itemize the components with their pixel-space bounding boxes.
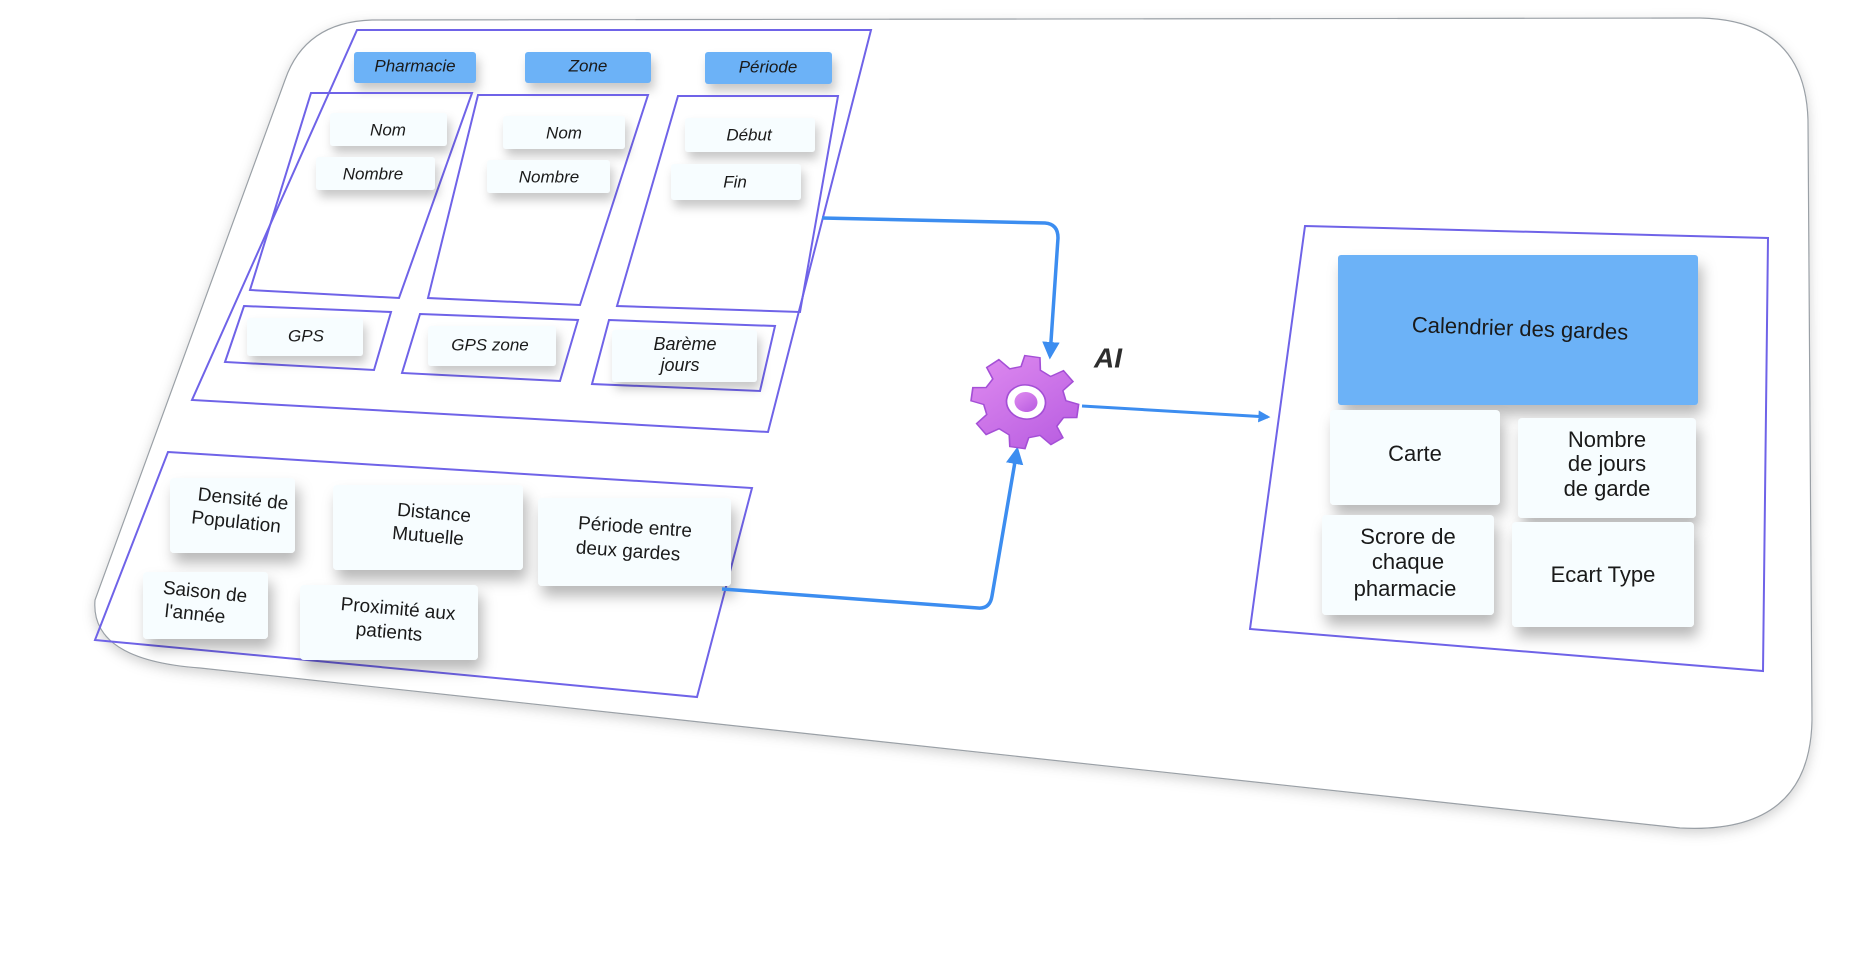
zone-fields-frame [426, 94, 650, 307]
output-nombre-line2: de jours [1568, 451, 1646, 476]
pharmacie-column: Pharmacie Nom Nombre GPS [223, 52, 476, 372]
periode-bareme-card [612, 330, 757, 382]
zone-field-nombre: Nombre [519, 167, 579, 186]
output-carte-label: Carte [1388, 441, 1442, 466]
pharmacie-field-nom: Nom [370, 120, 406, 139]
pharmacie-gps-label: GPS [288, 326, 325, 345]
output-score-line3: pharmacie [1354, 576, 1457, 601]
zone-field-card [503, 116, 625, 149]
zone-column: Zone Nom Nombre GPS zone [400, 52, 651, 383]
input-panel-frame [190, 29, 873, 434]
output-panel-frame [1248, 224, 1770, 673]
factors-panel-frame [93, 450, 754, 699]
zone-field-card [487, 160, 610, 193]
factor-distance: Distance Mutuelle [333, 485, 523, 570]
pharmacie-gps-frame [223, 304, 393, 372]
output-ecart-label: Ecart Type [1551, 562, 1656, 587]
output-carte: Carte [1330, 410, 1500, 505]
arrow-factors-to-ai [721, 446, 1024, 610]
pharmacie-fields-frame [248, 92, 474, 300]
periode-bareme-line2: jours [657, 355, 699, 375]
output-nombre-line1: Nombre [1568, 427, 1646, 452]
pharmacie-header-label: Pharmacie [374, 56, 455, 75]
factor-proximite: Proximité aux patients [300, 585, 478, 660]
arrow-ai-to-outputs [1081, 404, 1271, 423]
output-score-line1: Scrore de [1360, 524, 1455, 549]
zone-header [525, 52, 651, 83]
zone-gps-frame [400, 312, 580, 383]
pharmacie-gps-card [247, 318, 363, 356]
periode-header [705, 52, 832, 84]
board-background [94, 17, 1813, 829]
zone-gps-label: GPS zone [451, 335, 529, 354]
periode-bareme-frame [590, 318, 777, 393]
output-score: Scrore de chaque pharmacie [1322, 515, 1494, 615]
output-calendrier: Calendrier des gardes [1338, 255, 1698, 405]
output-ecart: Ecart Type [1512, 522, 1694, 627]
periode-field-debut: Début [726, 125, 773, 144]
pharmacie-field-nombre: Nombre [343, 164, 403, 183]
periode-column: Période Début Fin Barème jours [590, 52, 840, 393]
pharmacie-field-card [330, 113, 447, 146]
factor-periode-entre: Période entre deux gardes [538, 498, 731, 586]
pharmacie-header [354, 52, 476, 83]
periode-bareme-line1: Barème [653, 334, 716, 354]
periode-fields-frame [615, 95, 840, 314]
ai-engine: AI [970, 342, 1123, 450]
output-score-line2: chaque [1372, 549, 1444, 574]
pharmacie-field-card [316, 157, 435, 190]
zone-field-nom: Nom [546, 123, 582, 142]
arrow-inputs-to-ai [821, 216, 1060, 360]
periode-field-card [671, 164, 801, 200]
factor-saison: Saison de l'année [143, 572, 268, 639]
factor-densite: Densité de Population [170, 478, 295, 553]
zone-gps-card [428, 326, 556, 366]
periode-field-card [685, 118, 815, 152]
ai-label: AI [1093, 342, 1123, 373]
output-nombre-line3: de garde [1564, 476, 1651, 501]
periode-field-fin: Fin [723, 172, 747, 191]
gear-icon [970, 354, 1080, 450]
output-nombre: Nombre de jours de garde [1518, 418, 1696, 518]
periode-header-label: Période [739, 57, 798, 76]
zone-header-label: Zone [568, 56, 608, 75]
